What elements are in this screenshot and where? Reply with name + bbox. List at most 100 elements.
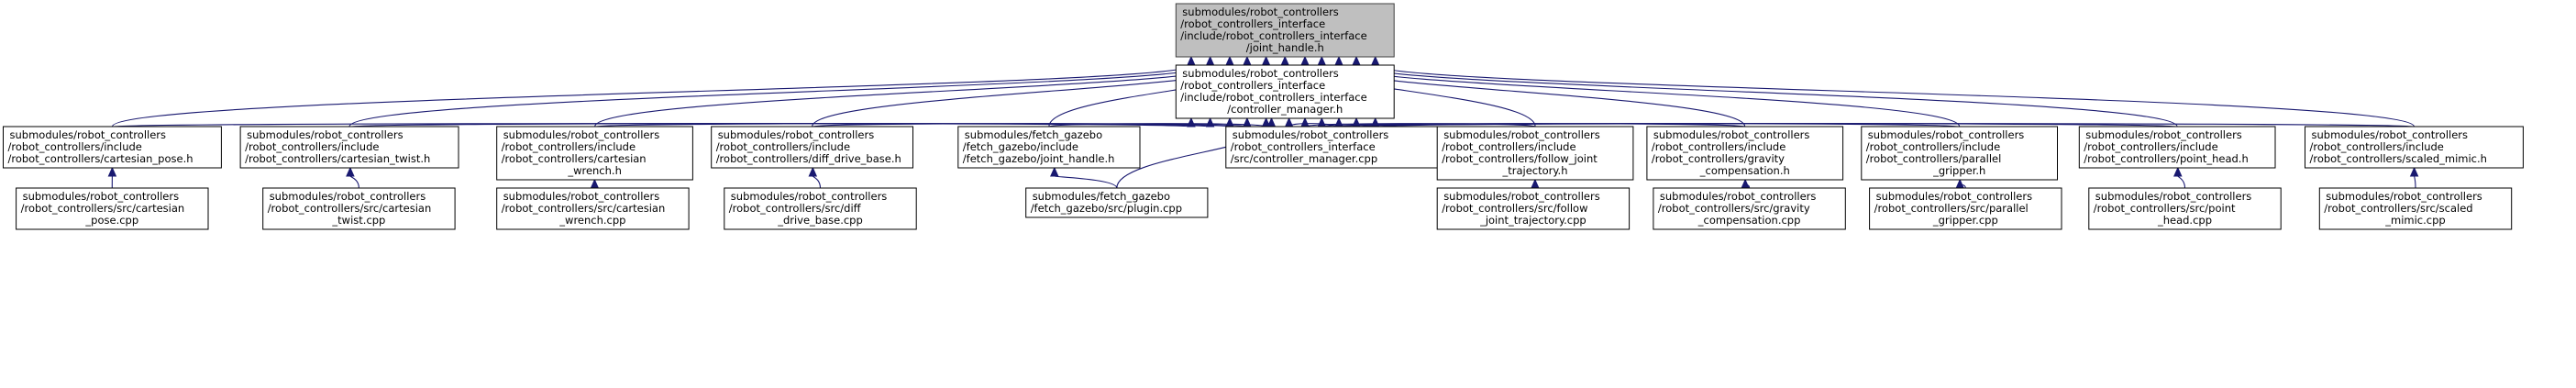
edge-diff-drive-base-cpp-to-diff-drive-base-h	[812, 175, 822, 189]
node-diff-drive-base-cpp[interactable]: submodules/robot_controllers/robot_contr…	[724, 187, 917, 230]
node-box	[496, 187, 690, 230]
node-scaled-mimic-h[interactable]: submodules/robot_controllers/robot_contr…	[2305, 126, 2524, 169]
node-label-line: _wrench.h	[567, 164, 622, 177]
node-cartesian-wrench-cpp[interactable]: submodules/robot_controllers/robot_contr…	[496, 187, 690, 230]
node-box	[1436, 187, 1631, 230]
node-label-line: /robot_controllers/scaled_mimic.h	[2310, 152, 2487, 165]
node-label-line: submodules/robot_controllers	[1876, 190, 2033, 203]
node-label-line: /robot_controllers/src/diff	[729, 202, 862, 215]
node-label-line: submodules/robot_controllers	[2085, 128, 2242, 141]
node-label-line: submodules/fetch_gazebo	[1033, 190, 1170, 203]
node-controller-manager-cpp[interactable]: submodules/robot_controllers/robot_contr…	[1225, 126, 1445, 169]
edge-scaled-mimic-cpp-to-scaled-mimic-h	[2414, 175, 2416, 189]
node-gravity-compensation-h[interactable]: submodules/robot_controllers/robot_contr…	[1646, 126, 1844, 181]
node-label-line: /robot_controllers_interface	[1231, 140, 1376, 153]
edge-fetch-joint-handle-h-to-controller-manager-h	[1048, 123, 1267, 127]
node-box	[711, 126, 914, 169]
node-box	[2318, 187, 2513, 230]
node-label-line: /src/controller_manager.cpp	[1231, 152, 1377, 165]
node-label-line: submodules/robot_controllers	[1653, 128, 1810, 141]
edge-arrowhead	[1225, 55, 1234, 66]
node-label-line: /robot_controllers/gravity	[1652, 152, 1785, 165]
node-label-line: /robot_controllers/include	[1652, 140, 1786, 153]
node-label-line: /robot_controllers/include	[245, 140, 379, 153]
node-label-line: submodules/robot_controllers	[1182, 6, 1339, 18]
node-box	[1025, 187, 1209, 218]
node-parallel-gripper-cpp[interactable]: submodules/robot_controllers/robot_contr…	[1869, 187, 2062, 230]
node-label-line: submodules/robot_controllers	[503, 190, 660, 203]
node-label-line: /robot_controllers/include	[1866, 140, 2000, 153]
node-label-line: submodules/robot_controllers	[2095, 190, 2252, 203]
node-joint-handle-h[interactable]: submodules/robot_controllers/robot_contr…	[1175, 3, 1395, 58]
node-cartesian-twist-h[interactable]: submodules/robot_controllers/robot_contr…	[239, 126, 459, 169]
edge-arrowhead	[1050, 166, 1059, 177]
node-label-line: /fetch_gazebo/joint_handle.h	[963, 152, 1115, 165]
edge-point-head-h-to-joint-handle-h	[1355, 64, 2178, 127]
node-label-line: /robot_controllers/cartesian	[502, 152, 647, 165]
edge-point-head-cpp-to-point-head-h	[2177, 175, 2186, 189]
edge-arrowhead	[1531, 178, 1540, 189]
node-cartesian-twist-cpp[interactable]: submodules/robot_controllers/robot_contr…	[262, 187, 456, 230]
node-follow-joint-trajectory-cpp[interactable]: submodules/robot_controllers/robot_contr…	[1436, 187, 1631, 230]
node-diff-drive-base-h[interactable]: submodules/robot_controllers/robot_contr…	[711, 126, 914, 169]
edge-arrowhead	[590, 178, 600, 189]
node-box	[239, 126, 459, 169]
edge-arrowhead	[1334, 116, 1343, 127]
edge-diff-drive-base-h-to-controller-manager-h	[812, 123, 1248, 127]
node-cartesian-wrench-h[interactable]: submodules/robot_controllers/robot_contr…	[496, 126, 693, 181]
nodes-layer: submodules/robot_controllers/robot_contr…	[3, 3, 2524, 230]
node-label-line: /robot_controllers/include	[8, 140, 142, 153]
node-cartesian-pose-cpp[interactable]: submodules/robot_controllers/robot_contr…	[16, 187, 209, 230]
edge-arrowhead	[1352, 55, 1361, 66]
edge-arrowhead	[2173, 166, 2183, 177]
node-plugin-cpp[interactable]: submodules/fetch_gazebo/fetch_gazebo/src…	[1025, 187, 1209, 218]
node-label-line: _wrench.cpp	[558, 214, 625, 227]
node-cartesian-pose-h[interactable]: submodules/robot_controllers/robot_contr…	[3, 126, 222, 169]
edge-arrowhead	[1205, 55, 1215, 66]
node-parallel-gripper-h[interactable]: submodules/robot_controllers/robot_contr…	[1861, 126, 2059, 181]
node-label-line: submodules/robot_controllers	[2326, 190, 2482, 203]
node-label-line: submodules/robot_controllers	[1443, 190, 1600, 203]
node-label-line: /robot_controllers/src/parallel	[1874, 202, 2029, 215]
node-label-line: /robot_controllers/include	[2084, 140, 2217, 153]
node-label-line: submodules/robot_controllers	[1660, 190, 1817, 203]
node-label-line: /robot_controllers/follow_joint	[1442, 152, 1598, 165]
node-point-head-cpp[interactable]: submodules/robot_controllers/robot_contr…	[2088, 187, 2282, 230]
node-scaled-mimic-cpp[interactable]: submodules/robot_controllers/robot_contr…	[2318, 187, 2513, 230]
node-label-line: submodules/robot_controllers	[10, 128, 167, 141]
node-box	[16, 187, 209, 230]
node-label-line: /robot_controllers/include	[716, 140, 850, 153]
node-fetch-joint-handle-h[interactable]: submodules/fetch_gazebo/fetch_gazebo/inc…	[957, 126, 1141, 169]
edge-arrowhead	[1370, 116, 1380, 127]
node-follow-joint-trajectory-h[interactable]: submodules/robot_controllers/robot_contr…	[1436, 126, 1634, 181]
node-label-line: _mimic.cpp	[2384, 214, 2445, 227]
edge-arrowhead	[1317, 55, 1327, 66]
edge-arrowhead	[107, 166, 117, 177]
node-box	[1175, 64, 1395, 119]
node-label-line: submodules/robot_controllers	[247, 128, 404, 141]
node-box	[724, 187, 917, 230]
node-label-line: _drive_base.cpp	[777, 214, 863, 227]
node-label-line: /include/robot_controllers_interface	[1180, 91, 1366, 104]
node-box	[262, 187, 456, 230]
node-label-line: _compensation.cpp	[1697, 214, 1801, 227]
edge-arrowhead	[1955, 178, 1964, 189]
edge-arrowhead	[1280, 55, 1289, 66]
edge-arrowhead	[1370, 55, 1380, 66]
node-label-line: /robot_controllers/src/point	[2094, 202, 2236, 215]
edge-plugin-cpp-to-fetch-joint-handle-h	[1054, 175, 1118, 189]
node-label-line: /fetch_gazebo/src/plugin.cpp	[1031, 202, 1182, 215]
node-label-line: /robot_controllers_interface	[1180, 17, 1325, 30]
node-label-line: submodules/robot_controllers	[731, 190, 888, 203]
node-label-line: _pose.cpp	[84, 214, 138, 227]
edge-arrowhead	[1300, 116, 1310, 127]
node-box	[1175, 3, 1395, 58]
node-point-head-h[interactable]: submodules/robot_controllers/robot_contr…	[2078, 126, 2276, 169]
node-gravity-compensation-cpp[interactable]: submodules/robot_controllers/robot_contr…	[1653, 187, 1846, 230]
node-controller-manager-h[interactable]: submodules/robot_controllers/robot_contr…	[1175, 64, 1395, 119]
node-label-line: /joint_handle.h	[1246, 41, 1324, 54]
node-label-line: _gripper.cpp	[1932, 214, 1998, 227]
node-box	[3, 126, 222, 169]
node-label-line: /include/robot_controllers_interface	[1180, 29, 1366, 42]
